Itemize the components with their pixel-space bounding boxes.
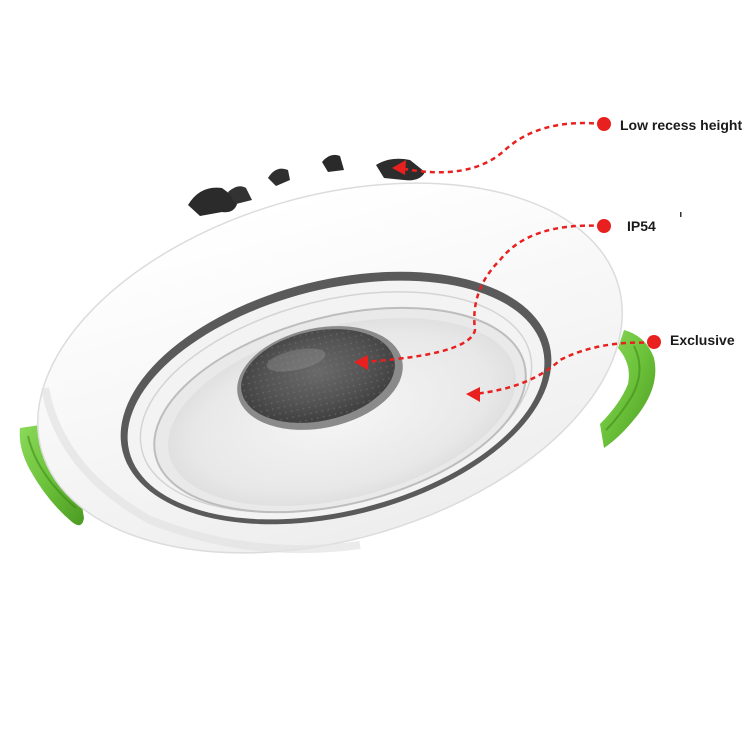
arrowhead-ip54 bbox=[354, 355, 368, 370]
arrowhead-low-recess-height bbox=[392, 160, 406, 175]
leader-ip54 bbox=[361, 224, 604, 364]
callout-dot-ip54 bbox=[597, 219, 611, 233]
arrowhead-exclusive bbox=[466, 387, 480, 402]
heatsink-fins bbox=[188, 154, 425, 216]
leader-exclusive bbox=[473, 341, 654, 396]
callout-leaders bbox=[361, 121, 654, 396]
callout-label-ip54: IP54 bbox=[627, 218, 656, 234]
spring-clip-right bbox=[600, 330, 656, 448]
callout-label-exclusive: Exclusive bbox=[670, 332, 735, 348]
callout-dot-low-recess-height bbox=[597, 117, 611, 131]
leader-low-recess-height bbox=[399, 121, 604, 174]
callout-label-low-recess-height: Low recess height bbox=[620, 117, 743, 133]
callout-dot-exclusive bbox=[647, 335, 661, 349]
